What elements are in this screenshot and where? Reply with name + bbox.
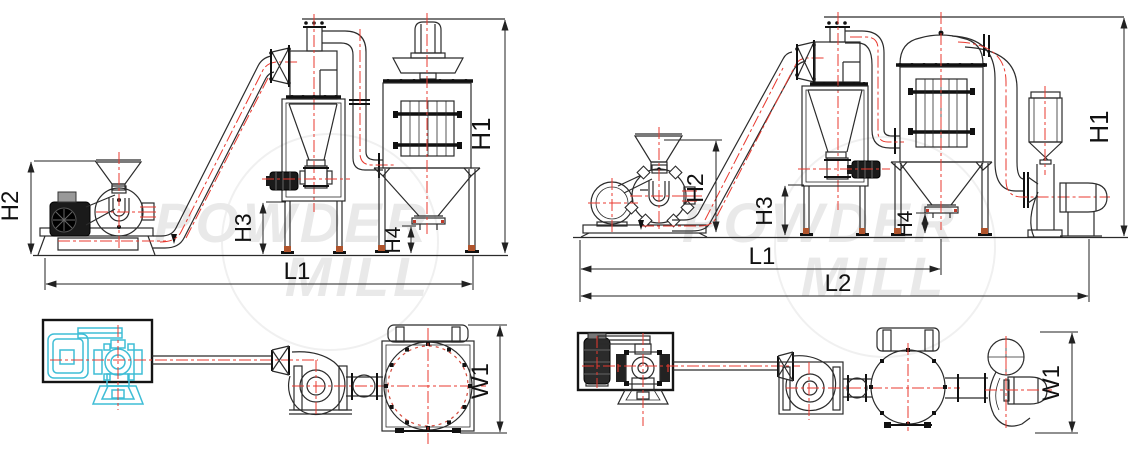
fan-volute-plan xyxy=(988,371,1031,427)
mill-motor-plan xyxy=(47,333,89,379)
side-view-right: H2 H3 H4 H1 L1 L2 xyxy=(573,12,1128,302)
duct-plan xyxy=(152,355,272,365)
dimension-w1-left: W1 xyxy=(460,324,507,434)
dim-label-h4: H4 xyxy=(382,226,405,253)
outlet-pipe-plan xyxy=(945,373,988,403)
dimension-h3-right: H3 xyxy=(751,184,804,236)
rotary-valve-motor xyxy=(269,171,299,191)
conveying-duct xyxy=(153,45,298,249)
dimension-l1-left: L1 xyxy=(44,256,474,290)
inlet-expansion-joint xyxy=(271,47,290,85)
cyclone-outlet-duct xyxy=(845,30,885,130)
cyclone-cone xyxy=(807,89,863,153)
collector-motor xyxy=(414,21,442,54)
dim-label-w1: W1 xyxy=(1038,365,1065,401)
cyclone-separator xyxy=(798,12,1124,236)
mill-unit-plan-cyan xyxy=(47,327,145,405)
dust-collector-plan xyxy=(381,324,475,444)
dim-label-l2: L2 xyxy=(825,270,852,297)
dim-label-h4: H4 xyxy=(894,210,917,237)
collector-legs xyxy=(894,163,989,233)
cyclone-plan xyxy=(287,351,352,416)
flow-arrow xyxy=(638,220,644,230)
dim-label-h1: H1 xyxy=(1084,110,1114,143)
rotary-valve xyxy=(304,165,328,189)
side-view-left: H2 H3 H4 H1 L1 xyxy=(0,13,509,290)
cyclone-outlet-duct xyxy=(322,30,367,152)
dimension-l1-right: L1 xyxy=(579,239,942,302)
dim-label-h1: H1 xyxy=(466,117,496,150)
cyclone-stand xyxy=(801,85,869,187)
plan-view-left: W1 xyxy=(41,318,507,444)
collector-fan xyxy=(392,57,464,74)
collector-cone xyxy=(899,162,984,206)
plan-view-right: W1 xyxy=(576,327,1078,434)
fan-and-silencer-plan xyxy=(985,336,1052,428)
dim-label-l1: L1 xyxy=(284,258,311,285)
mill-base-frame xyxy=(41,318,154,384)
dust-collector xyxy=(890,12,993,236)
belt-drive xyxy=(85,194,116,226)
dimension-h4-right: H4 xyxy=(894,210,930,237)
fan-and-silencer xyxy=(951,34,1110,238)
mill-flange-right xyxy=(660,354,670,382)
fan-motor xyxy=(1059,182,1108,213)
dimension-h1-left: H1 xyxy=(466,19,509,254)
dimension-l2-right: L2 xyxy=(580,239,1090,302)
dust-collector xyxy=(373,13,481,253)
fan-outlet-duct xyxy=(1036,164,1055,230)
dimension-w1-right: W1 xyxy=(1035,331,1078,434)
cyclone-volute xyxy=(287,351,346,416)
expansion-joint-plan xyxy=(777,351,794,382)
dim-label-h3: H3 xyxy=(751,196,777,225)
mill-flange-left xyxy=(616,354,626,382)
collector-legs xyxy=(378,169,476,250)
inlet-expansion-joint xyxy=(796,41,815,83)
watermark-text-3: POWDER xyxy=(682,191,958,254)
watermark-text-4: MILL xyxy=(801,245,948,308)
dimension-h2-left: H2 xyxy=(0,160,96,255)
grinding-mill xyxy=(580,127,708,238)
connecting-pipe-plan xyxy=(346,373,383,400)
cyclone-separator xyxy=(262,14,505,254)
conveying-duct xyxy=(672,40,824,232)
flow-arrow xyxy=(171,234,177,244)
dimension-h2-right: H2 xyxy=(664,139,722,233)
cyclone-volute xyxy=(785,355,837,412)
dimension-h1-right: H1 xyxy=(1084,17,1128,237)
dimension-h3-left: H3 xyxy=(230,201,286,255)
dimension-h4-left: H4 xyxy=(382,225,416,254)
dust-collector-plan xyxy=(869,327,947,431)
grinding-mill xyxy=(37,152,177,256)
dim-label-h3: H3 xyxy=(230,213,256,242)
expansion-joint-plan xyxy=(271,345,290,376)
dim-label-h2: H2 xyxy=(682,173,708,202)
cyclone-stand xyxy=(281,98,346,202)
cyclone-cone xyxy=(288,103,338,161)
collector-cone xyxy=(382,175,472,217)
dim-label-h2: H2 xyxy=(0,191,24,222)
connecting-pipe-plan xyxy=(843,374,872,402)
dim-label-l1: L1 xyxy=(749,243,776,270)
dim-label-w1: W1 xyxy=(467,363,494,399)
duct-plan xyxy=(673,361,778,371)
